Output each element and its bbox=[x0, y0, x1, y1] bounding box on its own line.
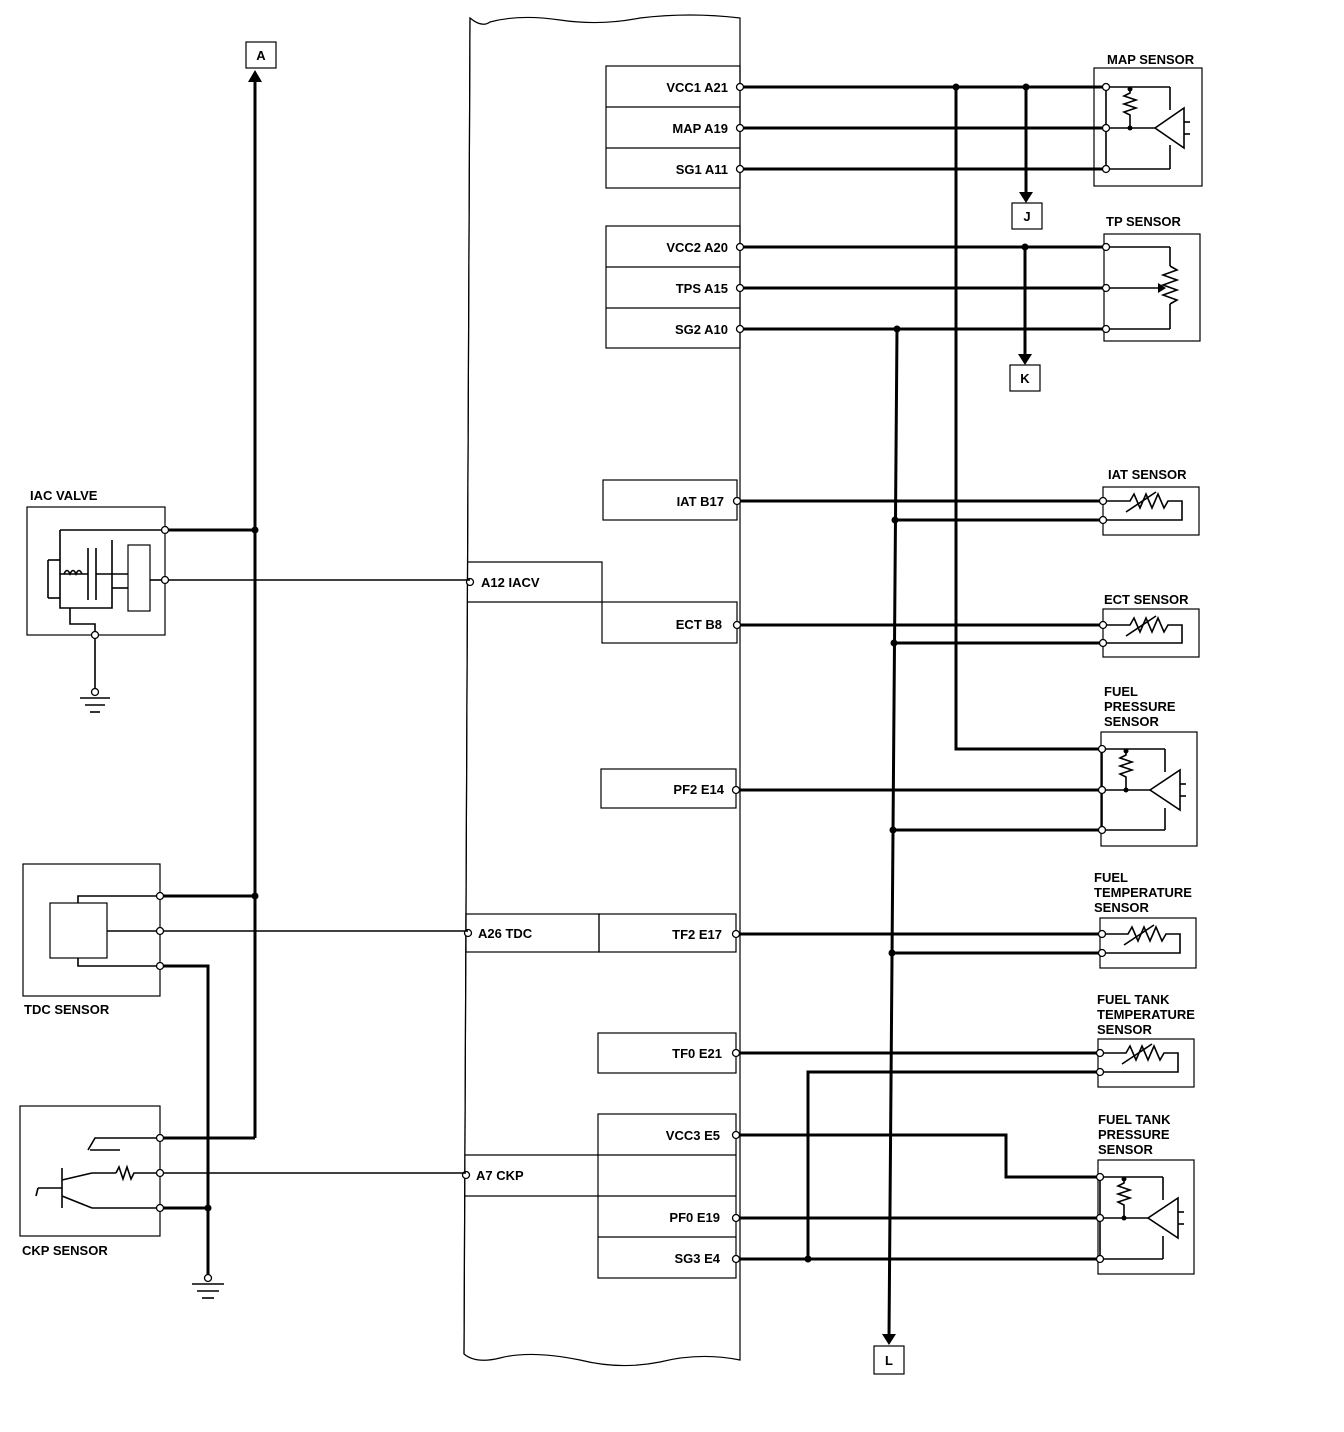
connector-a-label: A bbox=[256, 48, 266, 63]
iat-sensor: IAT SENSOR bbox=[1098, 467, 1200, 536]
iac-valve-label: IAC VALVE bbox=[30, 488, 98, 503]
connector-a: A bbox=[245, 41, 277, 69]
fuel-tank-temperature-sensor: FUEL TANK TEMPERATURE SENSOR bbox=[1095, 992, 1195, 1088]
fuel-pressure-sensor-label-3: SENSOR bbox=[1104, 714, 1160, 729]
fuel-pressure-sensor-label-2: PRESSURE bbox=[1104, 699, 1176, 714]
fuel-tank-temperature-sensor-label-1: FUEL TANK bbox=[1097, 992, 1170, 1007]
fuel-tank-pressure-sensor-label-1: FUEL TANK bbox=[1098, 1112, 1171, 1127]
tp-sensor: TP SENSOR bbox=[1101, 214, 1201, 342]
pin-label-sg1: SG1 A11 bbox=[676, 162, 728, 177]
fuel-temperature-sensor-label-1: FUEL bbox=[1094, 870, 1128, 885]
fuel-pressure-sensor-label-1: FUEL bbox=[1104, 684, 1138, 699]
connector-k: K bbox=[1009, 364, 1041, 392]
ecm-pin-group-map: VCC1 A21 MAP A19 SG1 A11 bbox=[605, 65, 741, 189]
fuel-temperature-sensor-label-3: SENSOR bbox=[1094, 900, 1150, 915]
tdc-sensor-label: TDC SENSOR bbox=[24, 1002, 110, 1017]
iac-valve: IAC VALVE bbox=[26, 488, 170, 713]
map-sensor: MAP SENSOR bbox=[1093, 52, 1203, 187]
pin-label-vcc1: VCC1 A21 bbox=[666, 80, 728, 95]
ecm-pin-group-tp: VCC2 A20 TPS A15 SG2 A10 bbox=[605, 225, 741, 349]
pin-label-tf0: TF0 E21 bbox=[672, 1046, 722, 1061]
ckp-sensor-label: CKP SENSOR bbox=[22, 1243, 108, 1258]
iat-sensor-label: IAT SENSOR bbox=[1108, 467, 1187, 482]
ecm-pin-group-fuel-tank-pressure: VCC3 E5 A7 CKP PF0 E19 SG3 E4 bbox=[465, 1113, 737, 1279]
pin-label-pf0: PF0 E19 bbox=[669, 1210, 720, 1225]
ecm-unit bbox=[463, 14, 741, 1367]
ecm-pin-tdc-tf2: A26 TDC TF2 E17 bbox=[465, 913, 737, 953]
wires-left bbox=[160, 70, 470, 1275]
pin-label-sg3: SG3 E4 bbox=[674, 1251, 720, 1266]
pin-label-sg2: SG2 A10 bbox=[675, 322, 728, 337]
ecm-pin-pf2: PF2 E14 bbox=[600, 768, 737, 809]
pin-label-iat: IAT B17 bbox=[677, 494, 724, 509]
pin-label-ckp: A7 CKP bbox=[476, 1168, 524, 1183]
junctions-right bbox=[804, 83, 1030, 1263]
connector-j-label: J bbox=[1023, 209, 1030, 224]
fuel-temperature-sensor: FUEL TEMPERATURE SENSOR bbox=[1094, 870, 1197, 969]
pin-label-tf2: TF2 E17 bbox=[672, 927, 722, 942]
fuel-tank-pressure-sensor-label-3: SENSOR bbox=[1098, 1142, 1154, 1157]
wires-right bbox=[736, 85, 1106, 1345]
pin-label-vcc2: VCC2 A20 bbox=[666, 240, 728, 255]
pin-label-tps: TPS A15 bbox=[676, 281, 728, 296]
pin-label-vcc3: VCC3 E5 bbox=[666, 1128, 720, 1143]
ecm-pin-tf0: TF0 E21 bbox=[597, 1032, 737, 1074]
fuel-pressure-sensor: FUEL PRESSURE SENSOR bbox=[1097, 684, 1198, 847]
fuel-tank-pressure-sensor-label-2: PRESSURE bbox=[1098, 1127, 1170, 1142]
fuel-tank-temperature-sensor-label-2: TEMPERATURE bbox=[1097, 1007, 1195, 1022]
map-sensor-label: MAP SENSOR bbox=[1107, 52, 1195, 67]
pin-label-tdc: A26 TDC bbox=[478, 926, 533, 941]
ckp-sensor: CKP SENSOR bbox=[19, 1105, 224, 1299]
pin-label-ect: ECT B8 bbox=[676, 617, 722, 632]
ecm-pin-iat: IAT B17 bbox=[602, 479, 738, 521]
connector-j: J bbox=[1011, 202, 1043, 230]
connector-l-label: L bbox=[885, 1353, 893, 1368]
fuel-tank-pressure-sensor: FUEL TANK PRESSURE SENSOR bbox=[1095, 1112, 1195, 1275]
fuel-temperature-sensor-label-2: TEMPERATURE bbox=[1094, 885, 1192, 900]
ecm-terminals bbox=[461, 82, 745, 1264]
connector-k-label: K bbox=[1020, 371, 1030, 386]
ect-sensor-label: ECT SENSOR bbox=[1104, 592, 1189, 607]
ect-sensor: ECT SENSOR bbox=[1098, 592, 1200, 658]
junctions-left bbox=[204, 526, 259, 1212]
tp-sensor-label: TP SENSOR bbox=[1106, 214, 1182, 229]
fuel-tank-temperature-sensor-label-3: SENSOR bbox=[1097, 1022, 1153, 1037]
pin-label-map: MAP A19 bbox=[672, 121, 728, 136]
ecm-pin-iacv-ect: A12 IACV ECT B8 bbox=[468, 561, 738, 644]
connector-l: L bbox=[873, 1345, 905, 1375]
tdc-sensor: TDC SENSOR bbox=[22, 863, 165, 1017]
pin-label-pf2: PF2 E14 bbox=[673, 782, 724, 797]
pin-label-iacv: A12 IACV bbox=[481, 575, 540, 590]
